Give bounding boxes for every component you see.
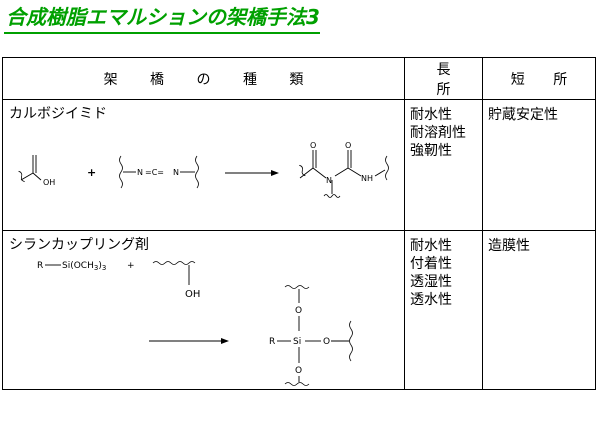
header-cons: 短 所 <box>482 57 596 100</box>
n-label: N <box>326 176 332 185</box>
cons-cell: 貯蔵安定性 <box>482 99 596 231</box>
o-label: O <box>295 366 302 376</box>
method-name: カルボジイミド <box>9 106 107 122</box>
method-cell-silane: シランカップリング剤 R Si(OCH3)3 + OH O R <box>2 230 405 390</box>
page-title: 合成樹脂エマルションの架橋手法3 <box>6 5 320 29</box>
pros-cell: 耐水性 付着性 透湿性 透水性 <box>404 230 483 390</box>
table-row: シランカップリング剤 R Si(OCH3)3 + OH O R <box>2 230 596 390</box>
method-cell-carbodiimide: カルボジイミド OH + N =C= N <box>2 99 405 231</box>
crosslinking-table: 架 橋 の 種 類 長 所 短 所 カルボジイミド OH + N =C= <box>2 57 596 390</box>
con-item: 貯蔵安定性 <box>488 107 558 123</box>
plus-sign: + <box>127 261 135 271</box>
bond-line <box>20 172 34 181</box>
r-label: R <box>269 337 275 347</box>
oh-label: OH <box>185 289 200 300</box>
si-group-label: Si(OCH3)3 <box>62 261 106 272</box>
o-label: O <box>310 141 316 150</box>
pro-item: 強靭性 <box>410 143 452 159</box>
nh-label: NH <box>361 174 373 183</box>
n-label: N <box>173 168 179 177</box>
cons-cell: 造膜性 <box>482 230 596 390</box>
pro-item: 透水性 <box>410 292 452 308</box>
pro-item: 付着性 <box>410 256 452 272</box>
table-row: カルボジイミド OH + N =C= N <box>2 99 596 231</box>
carbodiimide-reaction-diagram: OH + N =C= N O N <box>18 141 389 198</box>
o-label: O <box>323 337 330 347</box>
pro-item: 耐水性 <box>410 107 452 123</box>
r-label: R <box>37 261 43 271</box>
pro-item: 耐溶剤性 <box>410 125 466 141</box>
n-label: N <box>137 168 143 177</box>
silane-reaction-diagram: R Si(OCH3)3 + OH O R Si O <box>37 261 353 386</box>
method-name: シランカップリング剤 <box>9 237 149 253</box>
c-label: =C= <box>145 168 164 177</box>
pro-item: 耐水性 <box>410 238 452 254</box>
si-label: Si <box>293 337 301 347</box>
pros-cell: 耐水性 耐溶剤性 強靭性 <box>404 99 483 231</box>
title-underline <box>4 32 320 34</box>
o-label: O <box>295 306 302 316</box>
header-method: 架 橋 の 種 類 <box>2 57 405 100</box>
oh-label: OH <box>43 178 55 187</box>
header-pros: 長 所 <box>404 57 483 100</box>
con-item: 造膜性 <box>488 238 530 254</box>
table-header-row: 架 橋 の 種 類 長 所 短 所 <box>2 57 596 100</box>
pro-item: 透湿性 <box>410 274 452 290</box>
o-label: O <box>345 141 351 150</box>
plus-sign: + <box>87 166 96 179</box>
